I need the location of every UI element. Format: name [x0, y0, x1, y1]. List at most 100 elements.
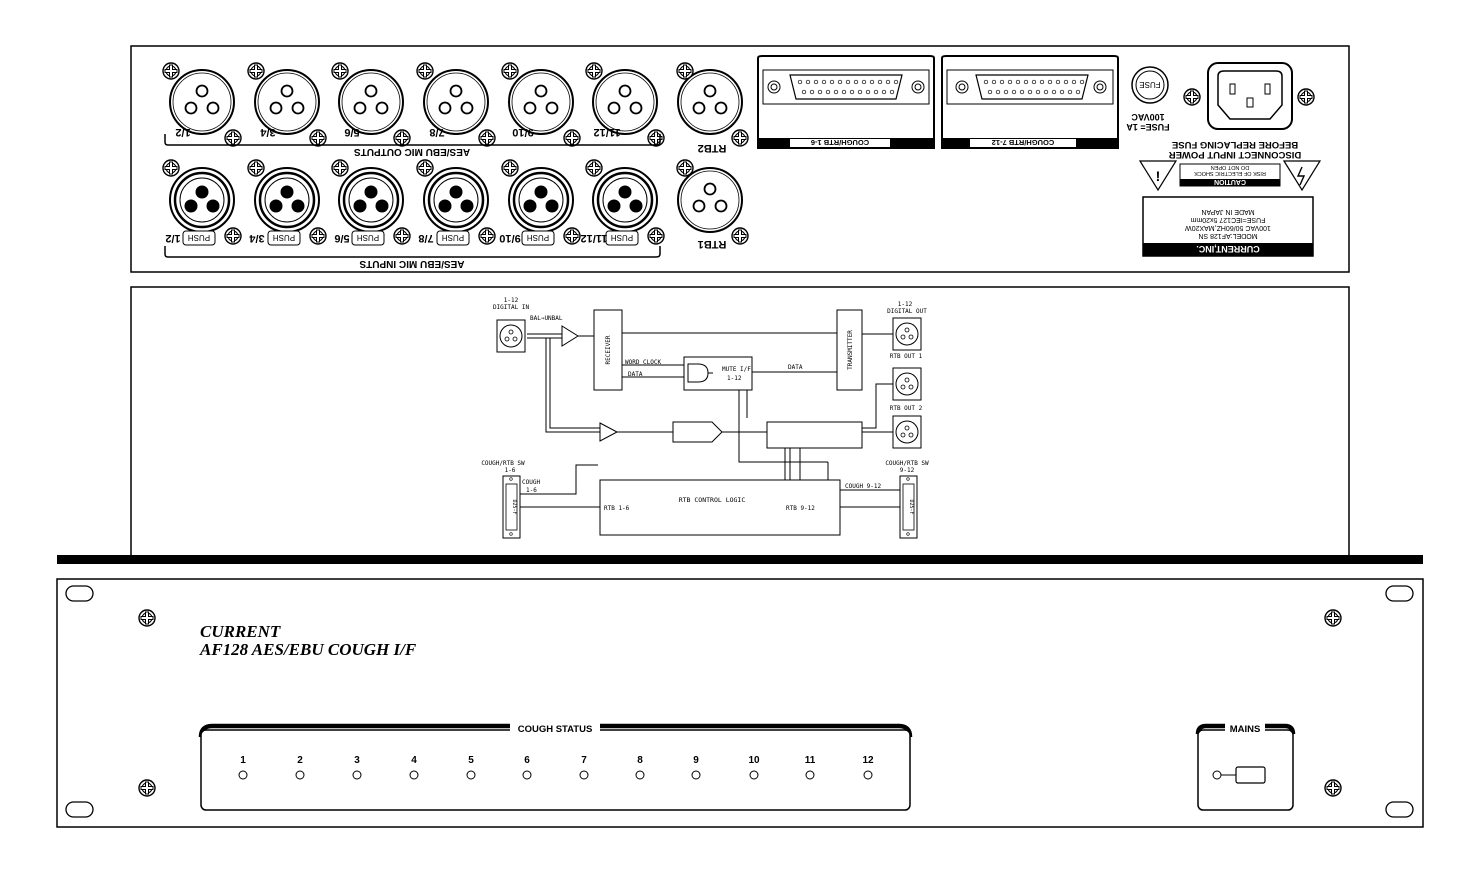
- digital-out-label: 1-12: [898, 301, 913, 308]
- outputs-bracket: [164, 134, 661, 146]
- cough-status-led: [863, 770, 873, 780]
- channel-number-label: 1: [240, 755, 246, 766]
- company-label: CURRENT,INC.: [1196, 244, 1260, 254]
- cough-sw-right-label: COUGH/RTB SW: [885, 460, 929, 467]
- input-buffer: [561, 325, 579, 347]
- xlr-output-connector: [423, 69, 489, 135]
- xlr-input-connector: [168, 166, 236, 234]
- rtb2-connector: [677, 69, 743, 135]
- fuse-holder: FUSE 100VAC FUSE= 1A: [1126, 66, 1170, 132]
- rtb-buffer: [599, 422, 619, 442]
- rack-hole: [65, 585, 94, 602]
- cough-sw-left-label: COUGH/RTB SW: [481, 460, 525, 467]
- channel-number-label: 9: [693, 755, 699, 766]
- xlr-input-connector: [253, 166, 321, 234]
- cough-status-label: COUGH STATUS: [518, 724, 593, 735]
- mains-power-switch[interactable]: [1235, 766, 1266, 784]
- digital-in-label: 1-12: [504, 297, 519, 304]
- dsub-pins: [797, 79, 899, 95]
- channel-number-label: 12: [862, 755, 874, 766]
- dsub2-label: COUGH/RTB 7-12: [992, 138, 1055, 147]
- output-label: 5/6: [344, 126, 359, 138]
- word-clock-label: WORD CLOCK: [625, 359, 662, 366]
- push-label: PUSH: [357, 233, 379, 242]
- caution-line: DO NOT OPEN: [1211, 164, 1249, 170]
- caution-line: RISK OF ELECTRIC SHOCK: [1194, 170, 1266, 176]
- digital-in-label: DIGITAL IN: [493, 304, 530, 311]
- rack-hole: [1385, 585, 1414, 602]
- push-label: PUSH: [442, 233, 464, 242]
- rtb1-label: RTB1: [698, 238, 727, 250]
- inputs-group-label: AES/EBU MIC INPUTS: [359, 258, 464, 269]
- output-label: 7/8: [429, 126, 444, 138]
- xlr-output-connector: [508, 69, 574, 135]
- cough-status-led: [635, 770, 645, 780]
- rtb-control-logic-block: [599, 479, 841, 536]
- inputs-bracket: [164, 246, 661, 258]
- model-label: AF128 AES/EBU COUGH I/F: [199, 640, 417, 659]
- mains-label: MAINS: [1230, 724, 1261, 735]
- channel-number-label: 7: [581, 755, 587, 766]
- model-line: MODEL:AF128 SN: [1198, 232, 1257, 239]
- fuse-label: FUSE: [1139, 80, 1160, 89]
- outputs-group-label: AES/EBU MIC OUTPUTS: [354, 146, 470, 157]
- receiver-block: [593, 309, 623, 391]
- mains-led: [1212, 770, 1222, 780]
- cough-status-led: [749, 770, 759, 780]
- data-label-left: DATA: [628, 371, 643, 378]
- xlr-input-connector: [507, 166, 575, 234]
- rtb-right-label: RTB 9-12: [786, 505, 815, 512]
- rtb-control-label: RTB CONTROL LOGIC: [679, 496, 746, 504]
- dsub-left-connector: D25-F: [502, 475, 521, 539]
- channel-number-label: 6: [524, 755, 530, 766]
- cough-status-led: [579, 770, 589, 780]
- cough-left-label: 1-6: [526, 487, 537, 494]
- xlr-input-connector: [337, 166, 405, 234]
- rack-top-bar: [57, 555, 1423, 564]
- output-label: 9/10: [512, 126, 533, 138]
- lightning-icon: [1296, 166, 1306, 186]
- rtb2-label: RTB2: [698, 142, 727, 154]
- channel-number-label: 8: [637, 755, 643, 766]
- cough-status-led: [522, 770, 532, 780]
- xlr-output-connector: [338, 69, 404, 135]
- cough-sw-left-label: 1-6: [505, 467, 516, 474]
- rtb-out2-connector: [892, 415, 922, 449]
- caution-label: ! CAUTION RISK OF ELECTRIC SHOCK DO NOT …: [1138, 160, 1322, 192]
- dsub1-label: COUGH/RTB 1-6: [811, 138, 869, 147]
- input-labels: 1/2 3/4 5/6 7/8 9/10 11/12 RTB1: [165, 232, 726, 250]
- rtb1-connector: [677, 167, 743, 233]
- cough-left-label: COUGH: [522, 479, 540, 486]
- xlr-input-connector: [591, 166, 659, 234]
- xlr-output-connector: [254, 69, 320, 135]
- fuse-voltage-text: 100VAC: [1131, 112, 1165, 122]
- block-diagram: 1-12 DIGITAL IN BAL⇒UNBAL RECEIVER WORD …: [130, 286, 1350, 558]
- exclamation-icon: !: [1156, 168, 1161, 184]
- push-label: PUSH: [527, 233, 549, 242]
- rtb-driver-block: [672, 421, 723, 443]
- dsub-cough-rtb-1-6: COUGH/RTB 1-6: [757, 55, 935, 149]
- digital-out-label: DIGITAL OUT: [887, 308, 927, 315]
- output-label: 3/4: [259, 126, 275, 138]
- brand-label: CURRENT: [200, 622, 281, 641]
- transmitter-label: TRANSMITTER: [847, 330, 854, 370]
- mute-if-label: MUTE I/F: [722, 366, 751, 373]
- mains-panel: MAINS: [1195, 722, 1296, 811]
- rtb-out1-label: RTB OUT 1: [890, 353, 923, 360]
- xlr-input-connector: [422, 166, 490, 234]
- dsub-right-label: D25-F: [908, 499, 914, 514]
- input-label: 1/2: [165, 232, 180, 244]
- output-labels: 1/2 3/4 5/6 7/8 9/10 11/12 RTB2: [175, 126, 726, 154]
- channel-number-label: 3: [354, 755, 360, 766]
- cough-sw-right-label: 9-12: [900, 467, 915, 474]
- input-label: 11/12: [581, 232, 608, 244]
- model-line: MADE IN JAPAN: [1201, 208, 1254, 215]
- data-label-right: DATA: [788, 364, 803, 371]
- output-label: 11/12: [594, 126, 621, 138]
- channel-number-label: 5: [468, 755, 474, 766]
- output-label: 1/2: [175, 126, 190, 138]
- channel-number-label: 10: [748, 755, 760, 766]
- cough-status-panel: COUGH STATUS: [198, 722, 913, 811]
